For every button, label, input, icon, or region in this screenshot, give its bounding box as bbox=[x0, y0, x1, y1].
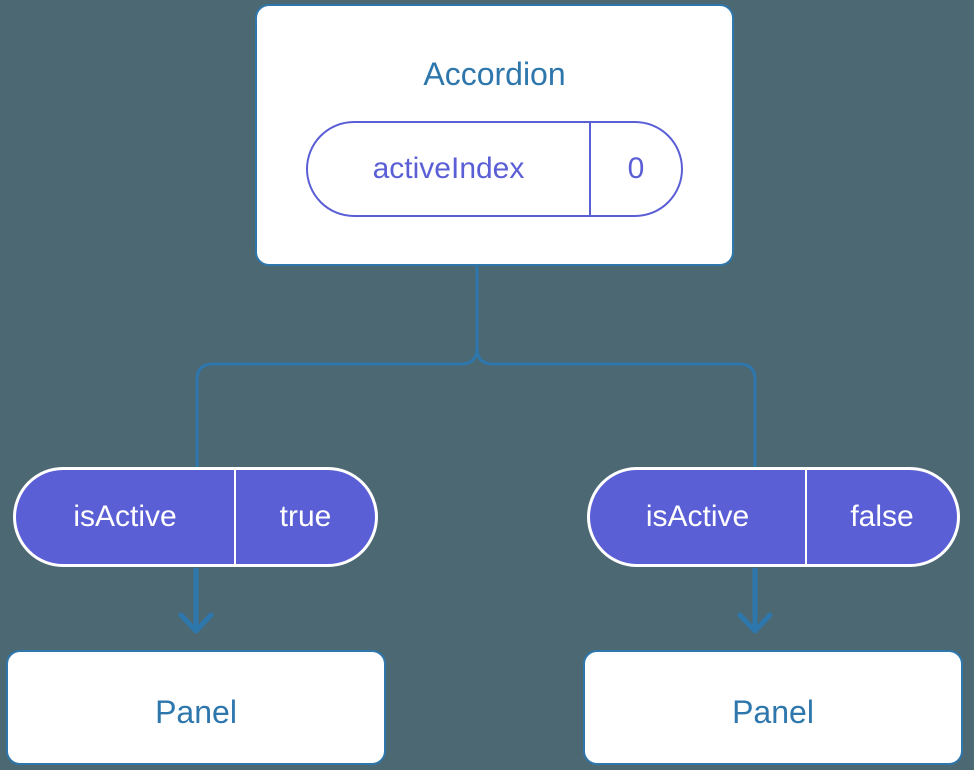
state-pill-active-index[interactable]: activeIndex 0 bbox=[306, 121, 683, 217]
state-pill-active-index-key: activeIndex bbox=[372, 152, 525, 185]
prop-pill-is-active-true[interactable]: isActive true bbox=[13, 467, 378, 567]
arrow-head-right-icon bbox=[737, 612, 773, 634]
prop-pill-is-active-false-key: isActive bbox=[645, 500, 750, 533]
panel-component-card-right[interactable]: Panel bbox=[583, 650, 963, 765]
panel-component-card-left[interactable]: Panel bbox=[6, 650, 386, 765]
prop-pill-is-active-true-key: isActive bbox=[73, 500, 177, 533]
connector-accordion-to-right bbox=[475, 266, 757, 467]
arrow-head-left-icon bbox=[178, 612, 214, 634]
panel-right-title: Panel bbox=[732, 694, 814, 730]
prop-pill-is-active-false-value: false bbox=[805, 470, 957, 564]
state-pill-active-index-value: 0 bbox=[589, 123, 681, 215]
accordion-title: Accordion bbox=[423, 56, 566, 92]
prop-pill-is-active-false[interactable]: isActive false bbox=[587, 467, 960, 567]
panel-left-title: Panel bbox=[155, 694, 237, 730]
connector-accordion-to-left bbox=[195, 266, 479, 467]
prop-pill-is-active-true-value: true bbox=[234, 470, 375, 564]
